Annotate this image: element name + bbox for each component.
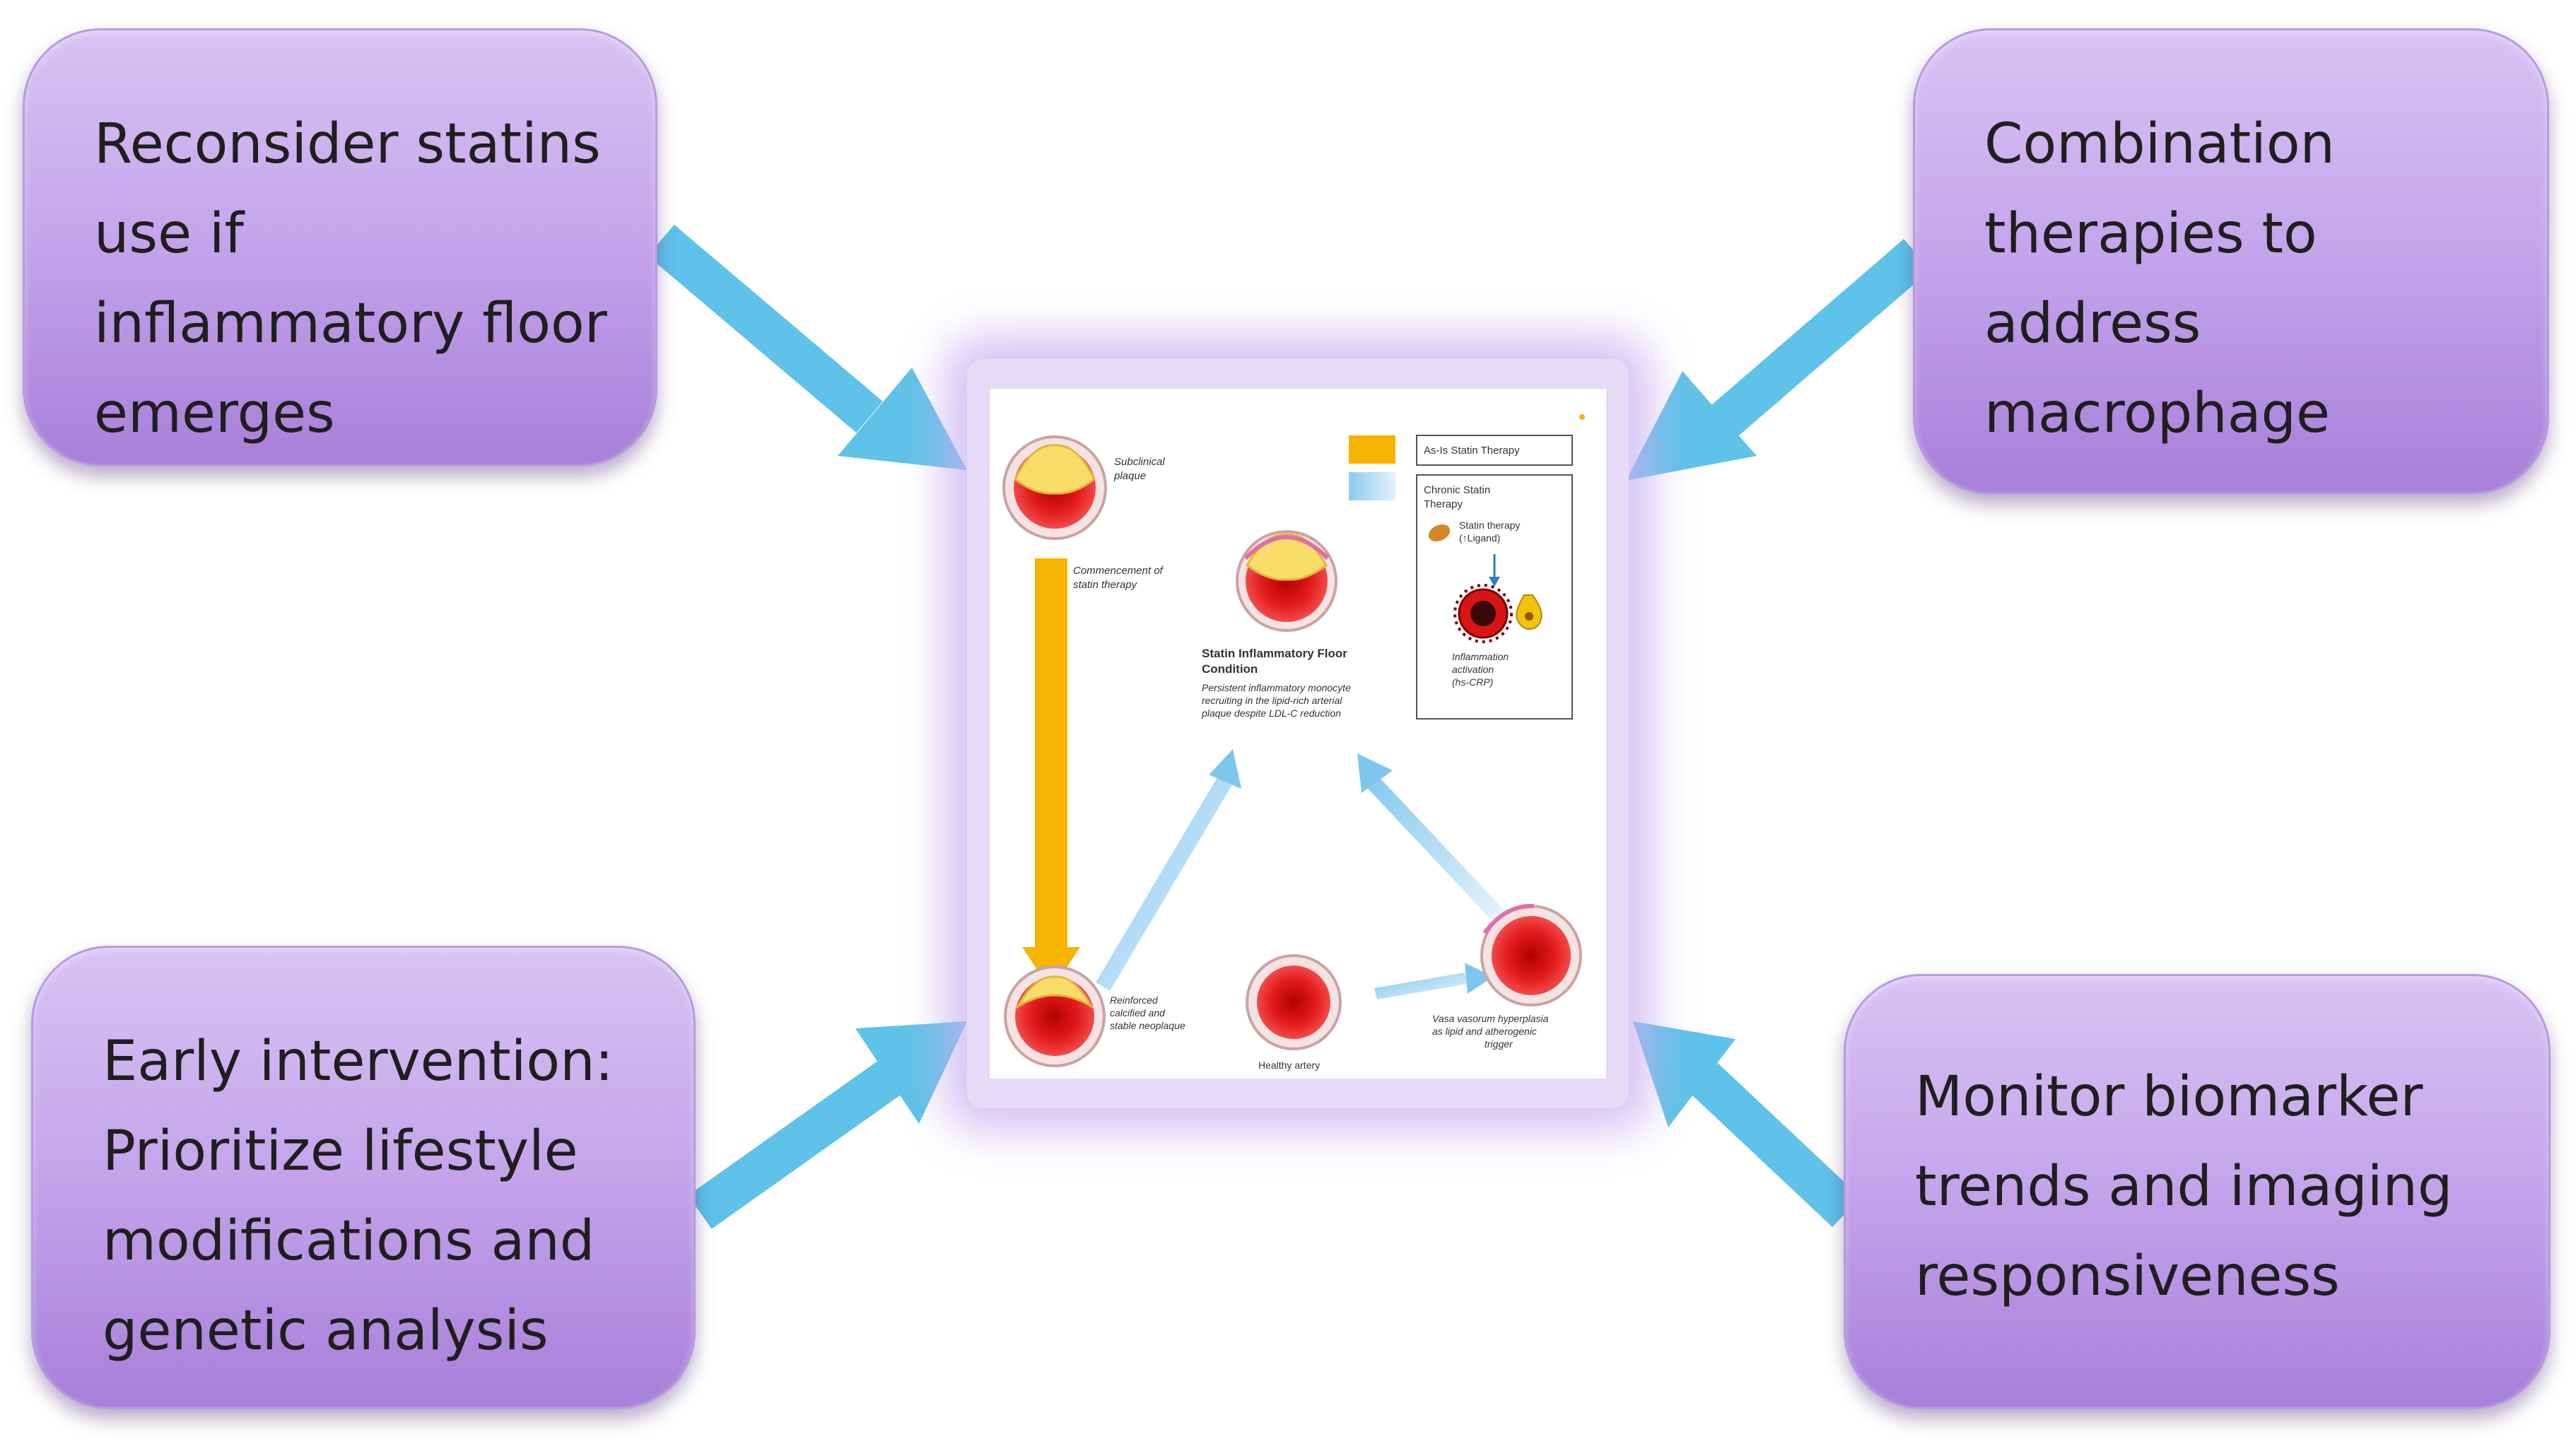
inflammation-cell-icon (1453, 584, 1513, 643)
callout-line: macrophage (1984, 382, 2330, 445)
callout-monitor-biomarker: Monitor biomarker trends and imaging res… (1844, 974, 2551, 1409)
arrow-bottom-right (1633, 1021, 1861, 1228)
callout-line: Reconsider statins (94, 112, 601, 176)
central-figure: Subclinical plaque Commencement of stati… (988, 387, 1608, 1080)
figure-arrow-right-up (1357, 753, 1506, 922)
callout-text: Combination therapies to address macroph… (1984, 100, 2335, 459)
callout-line: therapies to (1984, 202, 2317, 266)
legend-swatch-yellow (1349, 435, 1395, 464)
figure-arrow-left-up (1096, 749, 1241, 991)
callout-line: Prioritize lifestyle (103, 1120, 578, 1183)
corner-marker (1579, 414, 1585, 420)
callout-combination-therapies: Combination therapies to address macroph… (1913, 28, 2549, 495)
legend-box (1416, 435, 1573, 466)
timeline-arrow (1022, 558, 1080, 991)
artery-reinforced-plaque (1004, 965, 1106, 1067)
callout-text: Reconsider statins use if inflammatory f… (94, 100, 607, 459)
label-vasa-vasorum: Vasa vasorum hyperplasia as lipid and at… (1432, 1013, 1551, 1050)
callout-line: responsiveness (1915, 1245, 2340, 1308)
label-inflammation: Inflammation activation (hs-CRP) (1452, 651, 1511, 688)
callout-line: Monitor biomarker (1915, 1065, 2423, 1129)
arrow-top-right (1626, 239, 1931, 481)
callout-line: Early intervention: (103, 1030, 614, 1093)
callout-line: Combination (1984, 112, 2335, 176)
artery-healthy (1246, 954, 1342, 1050)
legend-box-label: As-Is Statin Therapy (1424, 445, 1520, 457)
figure-arrow-bottom-right (1374, 963, 1493, 999)
callout-line: trends and imaging (1915, 1155, 2453, 1219)
callout-line: emerges (94, 382, 335, 445)
legend-swatch-blue (1349, 472, 1395, 500)
callout-line: use if (94, 202, 244, 266)
figure-illustration: Subclinical plaque Commencement of stati… (1002, 414, 1585, 1071)
callout-early-intervention: Early intervention: Prioritize lifestyle… (31, 946, 696, 1409)
callout-text: Early intervention: Prioritize lifestyle… (103, 1017, 614, 1376)
label-commencement: Commencement of statin therapy (1073, 565, 1166, 591)
arrow-top-left (648, 224, 967, 470)
droplet-icon (1516, 594, 1542, 630)
artery-vasa-vasorum (1480, 903, 1582, 1006)
callout-text: Monitor biomarker trends and imaging res… (1915, 1052, 2452, 1322)
statin-pill-icon (1428, 524, 1451, 542)
callout-reconsider-statins: Reconsider statins use if inflammatory f… (23, 28, 657, 466)
callout-line: genetic analysis (103, 1299, 549, 1363)
label-healthy-artery: Healthy artery (1258, 1059, 1320, 1071)
callout-line: inflammatory floor (94, 292, 607, 356)
label-reinforced-plaque: Reinforced calcified and stable neoplaqu… (1110, 994, 1185, 1031)
label-statin-therapy: Statin therapy (↑Ligand) (1459, 520, 1523, 544)
center-title: Statin Inflammatory Floor Condition (1202, 647, 1351, 676)
label-subclinical-plaque: Subclinical plaque (1113, 456, 1168, 482)
callout-line: address (1984, 292, 2201, 356)
arrow-bottom-left (688, 1021, 967, 1229)
artery-statin-floor (1236, 530, 1337, 632)
callout-line: modifications and (103, 1209, 595, 1273)
legend-panel-title: Chronic Statin Therapy (1424, 484, 1493, 510)
artery-subclinical-plaque (1002, 435, 1107, 540)
center-description: Persistent inflammatory monocyte recruit… (1201, 682, 1354, 719)
